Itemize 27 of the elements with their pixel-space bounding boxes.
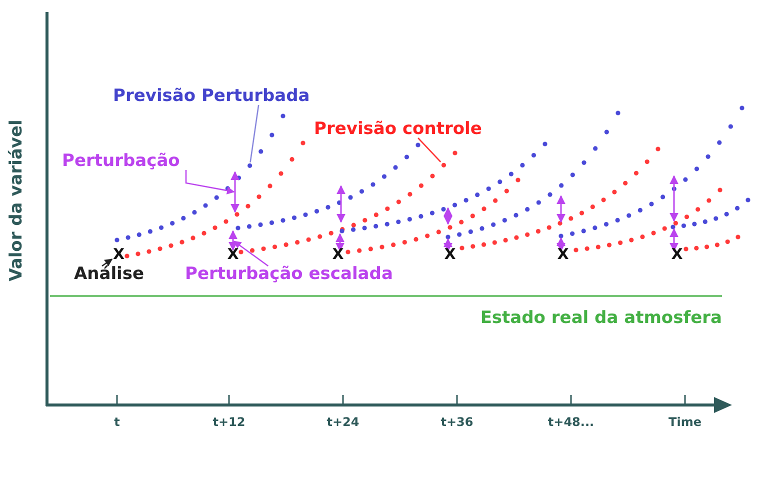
callout-text: Perturbação: [62, 153, 180, 170]
callout-text: Previsão controle: [314, 121, 482, 138]
leader-arrow: [102, 258, 113, 267]
callout-text: Perturbação escalada: [185, 266, 393, 283]
tick-label: t: [114, 416, 120, 428]
tick-label: t+12: [212, 416, 246, 428]
analysis-mark: X: [444, 246, 456, 262]
leader-line: [250, 104, 260, 162]
leader-arrow: [233, 240, 269, 267]
analysis-mark: X: [113, 247, 125, 262]
analysis-mark: X: [671, 246, 683, 262]
axis-title: Valor da variável: [8, 119, 26, 281]
forecast-dot: [248, 163, 252, 168]
analysis-mark: X: [557, 246, 569, 262]
tick-label: Time: [668, 416, 702, 428]
line-label: Estado real da atmosfera: [480, 310, 722, 326]
callout-text: Análise: [74, 266, 144, 283]
tick-label: t+48...: [548, 416, 594, 428]
forecast-dot: [441, 162, 446, 168]
dimension-line: [230, 171, 240, 213]
analysis-mark: X: [227, 246, 239, 262]
leader-arrow: [185, 170, 235, 194]
tick-label: t+36: [440, 416, 474, 428]
leader-line: [418, 138, 442, 162]
tick-label: t+24: [326, 416, 360, 428]
analysis-mark: X: [332, 246, 344, 262]
callout-text: Previsão Perturbada: [113, 88, 310, 105]
